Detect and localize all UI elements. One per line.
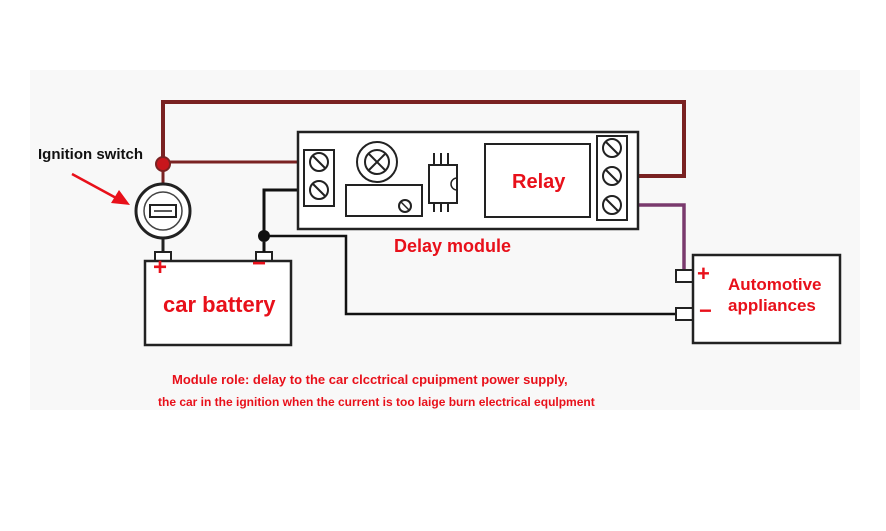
negative-to-appliance-wire	[264, 234, 676, 316]
diagram-background	[30, 70, 860, 410]
negative-junction	[258, 230, 270, 242]
ignition-switch-icon	[134, 170, 192, 252]
automotive-appliances	[675, 253, 842, 345]
arrow-icon	[71, 172, 130, 205]
trimmer-body	[345, 184, 423, 217]
automotive-label-line1: Automotive	[728, 275, 822, 294]
relay-label: Relay	[512, 171, 566, 193]
relay-box	[484, 143, 591, 218]
car-battery-label: car battery	[163, 292, 276, 317]
battery-negative-to-module-wire	[262, 188, 305, 236]
appliance-plus-label: +	[697, 261, 710, 286]
automotive-label-line2: appliances	[728, 296, 816, 315]
ignition-to-relay-wire	[161, 100, 686, 178]
battery-plus-label: +	[153, 254, 168, 281]
ignition-switch-label: Ignition switch	[38, 146, 143, 163]
caption-line-2: the car in the ignition when the current…	[158, 395, 595, 409]
appliance-minus-label: −	[699, 298, 712, 323]
ignition-junction	[155, 156, 171, 172]
delay-module	[296, 130, 640, 231]
delay-module-label: Delay module	[394, 236, 512, 256]
car-battery	[143, 242, 293, 347]
ic-chip-icon	[428, 153, 458, 212]
battery-minus-label: −	[252, 250, 267, 277]
caption-line-1: Module role: delay to the car clcctrical…	[172, 372, 568, 387]
potentiometer-icon	[356, 141, 398, 183]
